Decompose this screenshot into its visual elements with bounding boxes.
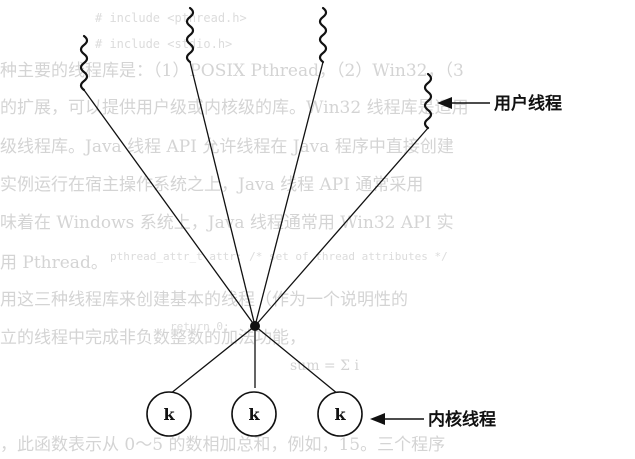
kernel-threads: k k k bbox=[146, 391, 363, 437]
user-threads-label: 用户线程 bbox=[494, 93, 562, 114]
bg-formula: sum = Σ i bbox=[290, 358, 359, 374]
arrow-left-icon bbox=[437, 97, 452, 109]
kernel-thread-circle bbox=[146, 391, 192, 437]
bg-code-line: # include <pthread.h> bbox=[95, 11, 247, 25]
arrow-left-icon bbox=[370, 413, 385, 425]
user-to-library-line bbox=[254, 61, 324, 327]
kernel-thread-2: k bbox=[231, 391, 277, 437]
user-to-library-line bbox=[254, 127, 429, 327]
background-bleed-text: # include <pthread.h> # include <stdio.h… bbox=[0, 11, 469, 455]
thread-library-node bbox=[250, 321, 260, 331]
user-threads bbox=[79, 6, 433, 130]
user-thread-wave bbox=[185, 6, 195, 64]
bg-text-line: 的扩展，可以提供用户级或内核级的库。Win32 线程库是适用 bbox=[0, 98, 469, 118]
kernel-thread-label: k bbox=[163, 405, 175, 424]
bg-text-line: 级线程库。Java 线程 API 允许线程在 Java 程序中直接创建 bbox=[0, 137, 454, 157]
bg-code-line: # include <stdio.h> bbox=[95, 37, 232, 51]
bg-text-line: 用这三种线程库来创建基本的线程（作为一个说明性的 bbox=[0, 290, 408, 310]
kernel-thread-3: k bbox=[317, 391, 363, 437]
kernel-thread-circle bbox=[231, 391, 277, 437]
bg-text-line: ，此函数表示从 0～5 的数相加总和，例如，15。三个程序 bbox=[0, 435, 445, 455]
user-thread-wave bbox=[423, 72, 433, 130]
kernel-threads-label: 内核线程 bbox=[428, 409, 496, 430]
kernel-thread-1: k bbox=[146, 391, 192, 437]
bg-code-line: pthread_attr_t attr; /* set of thread at… bbox=[110, 250, 448, 263]
user-threads-callout: 用户线程 bbox=[437, 93, 562, 114]
kernel-thread-circle bbox=[317, 391, 363, 437]
kernel-thread-label: k bbox=[334, 405, 346, 424]
bg-text-line: 用 Pthread。 bbox=[0, 253, 108, 273]
library-to-kernel-line bbox=[169, 325, 256, 395]
user-thread-wave bbox=[79, 34, 89, 92]
bg-text-line: 立的线程中完成非负数整数的加法功能， bbox=[0, 328, 306, 348]
library-to-kernel-line bbox=[254, 325, 339, 395]
user-to-library-line bbox=[189, 61, 256, 327]
user-to-library-line bbox=[83, 89, 256, 327]
thread-mapping-lines bbox=[83, 61, 429, 395]
bg-text-line: 味着在 Windows 系统上，Java 线程通常用 Win32 API 实 bbox=[0, 213, 454, 233]
user-thread-wave bbox=[318, 6, 328, 64]
kernel-thread-label: k bbox=[248, 405, 260, 424]
bg-text-line: 实例运行在宿主操作系统之上，Java 线程 API 通常采用 bbox=[0, 175, 423, 195]
kernel-threads-callout: 内核线程 bbox=[370, 409, 496, 430]
bg-code-line: return 0; bbox=[170, 320, 230, 333]
bg-text-line: 种主要的线程库是：（1）POSIX Pthread，（2）Win32，（3 bbox=[0, 61, 464, 81]
